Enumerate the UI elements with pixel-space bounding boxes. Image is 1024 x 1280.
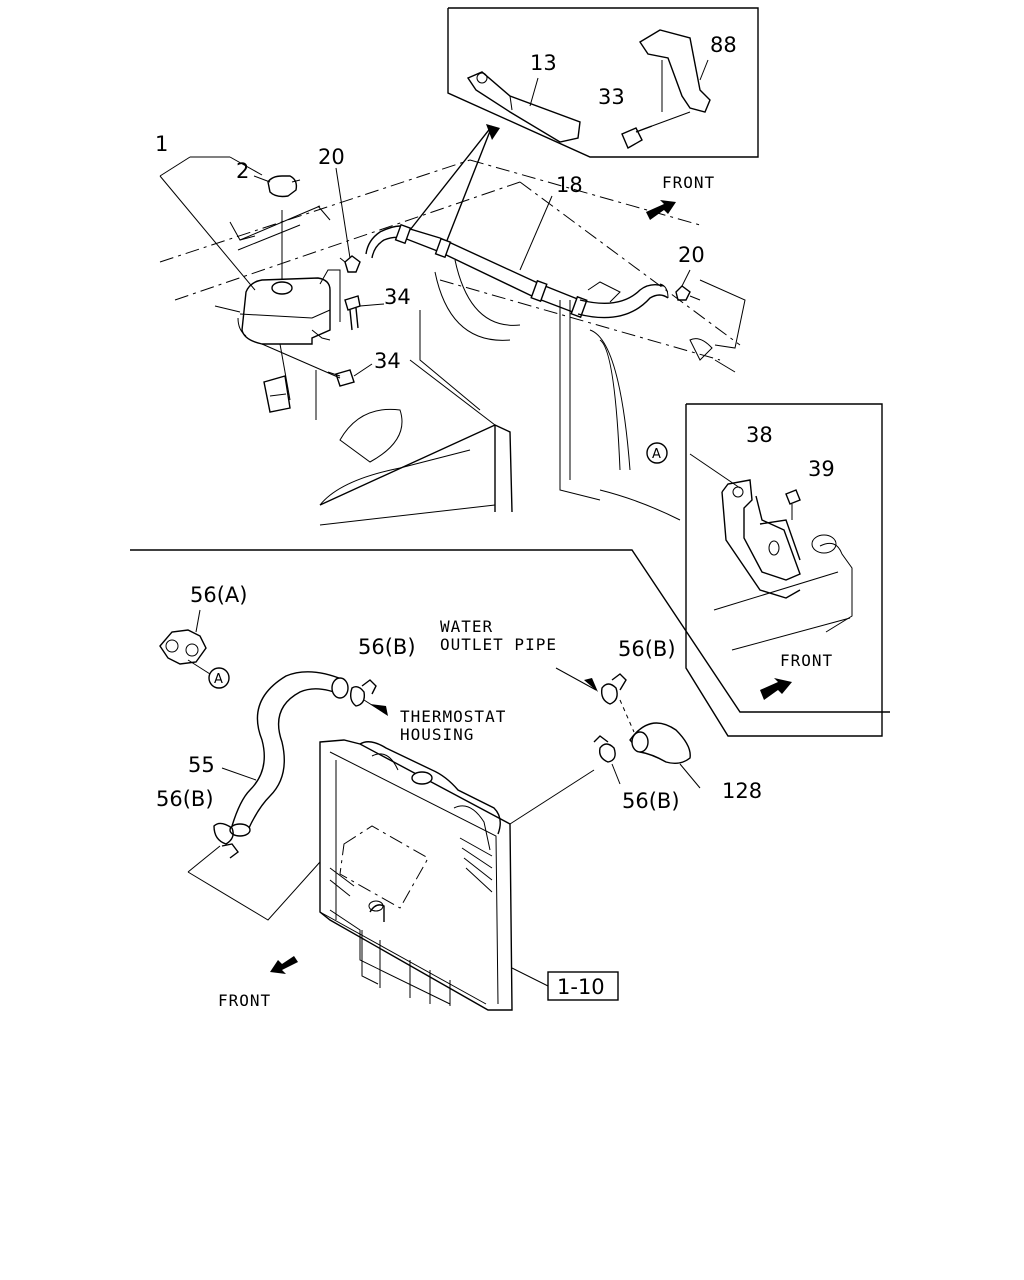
thermostat-label-line2: HOUSING [400, 725, 474, 744]
label-part-38: 38 [746, 423, 773, 447]
label-part-20-upper: 20 [318, 145, 345, 169]
label-part-56a: 56(A) [190, 583, 247, 607]
label-part-55: 55 [188, 753, 215, 777]
inset-right-bracket [685, 403, 883, 737]
label-part-56b-lower-right: 56(B) [622, 789, 680, 813]
front-label-inset: FRONT [780, 651, 833, 670]
label-part-33: 33 [598, 85, 625, 109]
label-part-56b-lower-left: 56(B) [156, 787, 214, 811]
thermostat-label-line1: THERMOSTAT [400, 707, 506, 726]
label-part-34-lower: 34 [374, 349, 401, 373]
reference-box-label: 1-10 [557, 975, 605, 999]
radiator-section [159, 609, 701, 1011]
label-part-88: 88 [710, 33, 737, 57]
water-outlet-label-line1: WATER [440, 617, 493, 636]
reference-box: 1-10 [547, 971, 619, 1001]
front-label-bottom: FRONT [218, 991, 271, 1010]
label-part-1: 1 [155, 132, 168, 156]
callout-labels: FRONT FRONT FRONT WATER OUTLET PIPE THER… [208, 173, 833, 1010]
label-part-128: 128 [722, 779, 762, 803]
label-part-18: 18 [556, 173, 583, 197]
part-labels: 1 2 20 13 33 88 18 34 34 20 38 39 56(A) … [155, 33, 835, 813]
label-part-56b-right-upper: 56(B) [618, 637, 676, 661]
inset-top-bracket [409, 7, 759, 244]
marker-a-inset: A [646, 442, 668, 464]
label-part-20-right: 20 [678, 243, 705, 267]
section-divider [130, 549, 890, 713]
engine-bay-upper [159, 156, 746, 526]
label-part-13: 13 [530, 51, 557, 75]
label-part-2: 2 [236, 159, 249, 183]
marker-a-lower-label: A [214, 672, 223, 687]
front-label-top: FRONT [662, 173, 715, 192]
marker-a-lower: A [208, 667, 230, 689]
label-part-34-upper: 34 [384, 285, 411, 309]
label-part-56b-left-hose: 56(B) [358, 635, 416, 659]
water-outlet-label-line2: OUTLET PIPE [440, 635, 557, 654]
marker-a-inset-label: A [652, 447, 661, 462]
label-part-39: 39 [808, 457, 835, 481]
